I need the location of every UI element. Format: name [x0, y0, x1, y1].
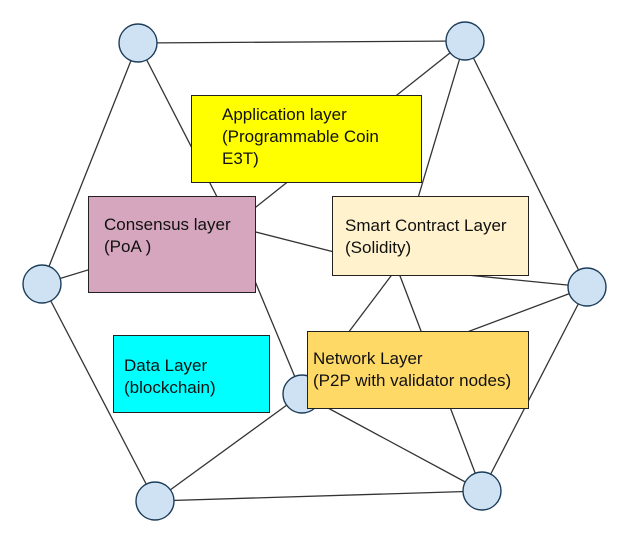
- edge-center-bot1: [154, 393, 303, 502]
- consensus-layer-title: Consensus layer: [104, 215, 231, 234]
- node-left: [22, 264, 62, 304]
- edge-top1-left: [41, 42, 139, 285]
- application-layer-box: Application layer (Programmable Coin E3T…: [191, 95, 422, 183]
- edge-top1-hubA: [137, 42, 233, 227]
- consensus-layer-detail: (PoA ): [104, 237, 152, 256]
- edge-right-bot2: [481, 286, 588, 492]
- edge-center-bot2: [301, 393, 483, 492]
- node-right: [567, 267, 607, 307]
- network-layer-box: Network Layer (P2P with validator nodes): [307, 331, 529, 409]
- consensus-layer-box: Consensus layer (PoA ): [88, 196, 256, 293]
- smart-contract-layer-detail: (Solidity): [345, 238, 412, 257]
- data-layer-box: Data Layer (blockchain): [113, 335, 270, 413]
- node-top1: [118, 23, 158, 63]
- data-layer-detail: (blockchain): [124, 378, 216, 397]
- nodes: [22, 21, 607, 521]
- network-layer-title: Network Layer: [313, 349, 423, 368]
- network-layer-detail: (P2P with validator nodes): [313, 371, 512, 390]
- node-bot1: [135, 481, 175, 521]
- edge-top1-top2: [137, 40, 466, 44]
- application-layer-title: Application layer: [222, 105, 347, 124]
- node-top2: [445, 21, 485, 61]
- smart-contract-layer-title: Smart Contract Layer: [345, 216, 507, 235]
- edge-bot1-bot2: [154, 490, 483, 502]
- application-layer-detail: (Programmable Coin: [222, 127, 379, 146]
- edge-left-bot1: [41, 283, 156, 502]
- data-layer-title: Data Layer: [124, 356, 208, 375]
- smart-contract-layer-box: Smart Contract Layer (Solidity): [332, 196, 529, 276]
- node-bot2: [462, 471, 502, 511]
- edge-top2-right: [464, 40, 588, 288]
- application-layer-detail-2: E3T): [222, 149, 259, 168]
